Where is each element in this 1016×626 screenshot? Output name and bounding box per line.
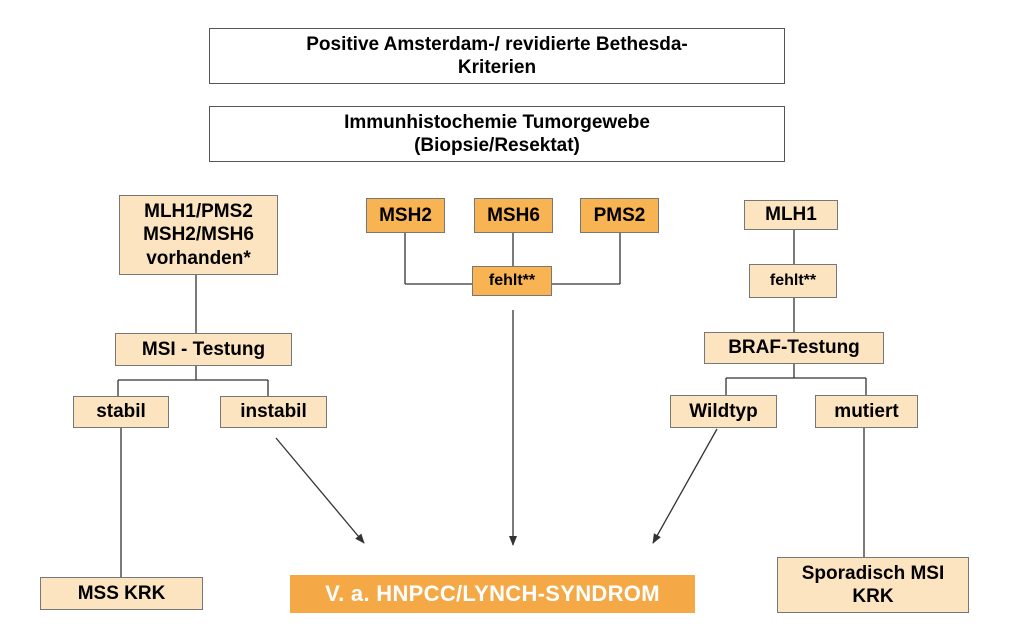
msi-testing-box: MSI - Testung [115,333,292,366]
result-text: V. a. HNPCC/LYNCH-SYNDROM [325,580,660,606]
braf-testing-text: BRAF-Testung [728,337,860,359]
pms2-text: PMS2 [593,204,646,226]
ihc-box: Immunhistochemie Tumorgewebe (Biopsie/Re… [209,106,785,162]
msh6-text: MSH6 [487,204,540,226]
stable-box: stabil [73,396,169,428]
mlh1-box: MLH1 [744,200,838,230]
sporadic-text: Sporadisch MSI KRK [801,562,945,607]
stable-text: stabil [96,401,146,423]
missing-right-box: fehlt** [749,264,837,298]
result-box: V. a. HNPCC/LYNCH-SYNDROM [290,575,695,613]
missing-middle-box: fehlt** [472,266,552,296]
msi-testing-text: MSI - Testung [141,338,266,360]
arrow-unstable-to-result [275,437,365,544]
present-text: MLH1/PMS2 MSH2/MSH6 vorhanden* [143,201,254,269]
braf-testing-box: BRAF-Testung [704,332,884,364]
missing-right-text: fehlt** [769,272,817,290]
mss-text: MSS KRK [77,582,166,604]
criteria-text: Positive Amsterdam-/ revidierte Bethesda… [306,33,688,78]
unstable-text: instabil [240,401,307,423]
mutated-box: mutiert [815,395,918,428]
present-box: MLH1/PMS2 MSH2/MSH6 vorhanden* [119,195,278,275]
pms2-box: PMS2 [580,198,659,233]
mutated-text: mutiert [834,400,899,422]
missing-middle-text: fehlt** [488,272,536,290]
msh2-box: MSH2 [366,198,445,233]
arrow-wildtype-to-result [652,428,718,544]
mlh1-text: MLH1 [765,204,817,226]
msh6-box: MSH6 [474,198,553,233]
sporadic-box: Sporadisch MSI KRK [777,557,969,613]
criteria-box: Positive Amsterdam-/ revidierte Bethesda… [209,28,785,84]
mss-box: MSS KRK [40,577,203,610]
unstable-box: instabil [220,396,327,428]
ihc-text: Immunhistochemie Tumorgewebe (Biopsie/Re… [344,111,650,156]
msh2-text: MSH2 [379,204,432,226]
wildtype-text: Wildtyp [689,400,758,422]
wildtype-box: Wildtyp [670,395,777,428]
